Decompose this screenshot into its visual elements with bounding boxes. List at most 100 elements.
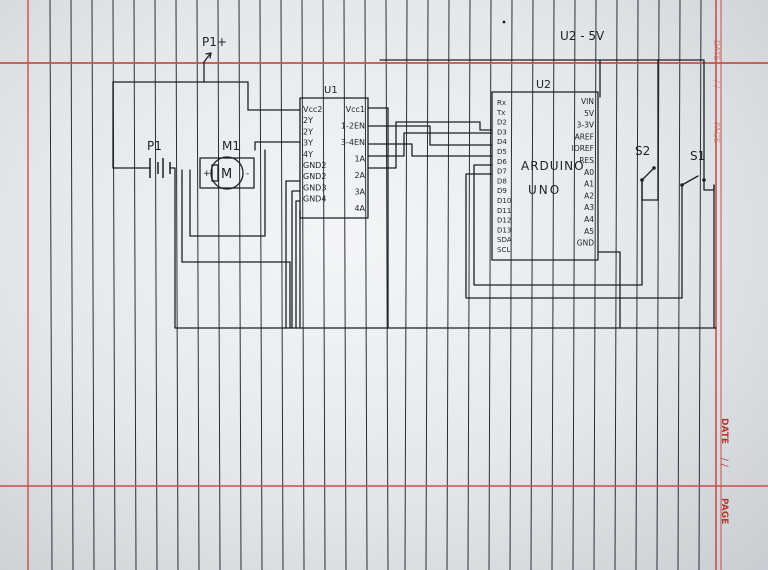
- motor-label: M1: [222, 139, 240, 153]
- u1-left-pin: 2Y: [303, 127, 313, 136]
- motor-m1: M + - M1: [199, 139, 255, 190]
- ruling-line: [322, 0, 326, 570]
- u2-right-pin: A5: [584, 227, 594, 236]
- ruling-line: [656, 0, 660, 570]
- ruling-line: [425, 0, 429, 570]
- ruling-line: [70, 0, 74, 570]
- u2-left-pin: D5: [497, 148, 507, 156]
- u2-right-pin: A4: [584, 215, 594, 224]
- ruling-line: [280, 0, 284, 570]
- u1-left-pin: GND3: [303, 183, 326, 192]
- u1-left-pin: 3Y: [303, 139, 313, 148]
- u1-left-pin: 4Y: [303, 150, 313, 159]
- u2-right-pin: A3: [584, 203, 594, 212]
- u2-left-pin: Tx: [496, 109, 505, 117]
- ruling-line: [404, 0, 408, 570]
- u1-right-pin: 3-4EN: [341, 138, 365, 147]
- u1-left-pin: GND4: [303, 195, 326, 204]
- arduino-name-line2: UNO: [528, 183, 561, 197]
- switch-s1-label: S1: [690, 149, 705, 163]
- ruling-line: [364, 0, 368, 570]
- supply-p1-label: P1+: [202, 35, 227, 49]
- ruling-line: [343, 0, 347, 570]
- u2-left-pin: SDA: [497, 236, 512, 244]
- ruling-line: [467, 0, 471, 570]
- arduino-label: U2: [536, 78, 551, 91]
- ruling-line: [196, 0, 200, 570]
- u2-right-pin: GND: [577, 239, 594, 248]
- driver-right-pins: Vcc1 1-2EN 3-4EN 1A 2A 3A 4A: [341, 105, 366, 213]
- battery-p1: P1: [147, 139, 171, 178]
- motor-symbol: M: [221, 167, 232, 182]
- u2-left-pin: D6: [497, 158, 507, 166]
- u2-right-pin: 5V: [584, 109, 595, 118]
- switch-s1: S1: [680, 149, 715, 191]
- u2-left-pin: D11: [497, 207, 511, 215]
- top-page-label: PAGE: [712, 122, 721, 143]
- top-date-value: / /: [712, 80, 721, 88]
- supply-p1-arrow: P1+: [202, 35, 227, 63]
- battery-label: P1: [147, 139, 162, 153]
- u1-right-pin: 2A: [354, 171, 365, 180]
- switch-s2-label: S2: [635, 144, 650, 158]
- ruling-line: [91, 0, 95, 570]
- motor-minus: -: [246, 169, 249, 179]
- u2-left-pin: D8: [497, 177, 507, 185]
- wires: [112, 59, 717, 329]
- u2-left-pin: D7: [497, 168, 507, 176]
- arduino-name-line1: ARDUINO: [521, 159, 585, 173]
- motor-plus: +: [203, 169, 211, 179]
- u1-right-pin: 3A: [354, 188, 365, 197]
- u2-right-pin: RES: [579, 156, 594, 165]
- switch-s2: S2: [635, 144, 656, 201]
- u2-right-pin: A2: [584, 191, 594, 200]
- ruling-line: [677, 0, 681, 570]
- margin-date-value: / /: [719, 458, 729, 468]
- ruling-line: [175, 0, 179, 570]
- u2-right-pin: A0: [584, 168, 594, 177]
- ruling-line: [238, 0, 242, 570]
- u2-left-pin: D9: [497, 187, 507, 195]
- u2-right-pin: VIN: [581, 97, 594, 106]
- u2-right-pin: 3-3V: [577, 121, 595, 130]
- ruling-line: [301, 0, 305, 570]
- u1-right-pin: 4A: [354, 204, 365, 213]
- u2-left-pin: D12: [497, 217, 511, 225]
- u1-right-pin: Vcc1: [346, 105, 365, 114]
- supply-u2-label: U2 - 5V: [560, 29, 605, 43]
- u1-left-pin: Vcc2: [303, 105, 322, 114]
- u1-right-pin: 1A: [354, 155, 365, 164]
- ink-dot: [502, 20, 506, 24]
- u2-left-pin: D4: [497, 138, 507, 146]
- u1-left-pin: 2Y: [303, 116, 313, 125]
- ruling-line: [446, 0, 450, 570]
- arduino-uno-u2: U2 ARDUINO UNO RxTxD2D3D4D5D6D7D8D9D10D1…: [491, 78, 599, 261]
- ruling-line: [259, 0, 263, 570]
- u2-left-pin: D13: [497, 226, 511, 234]
- u1-left-pin: GND2: [303, 172, 326, 181]
- u2-left-pin: D2: [497, 119, 507, 127]
- ruling-line: [385, 0, 389, 570]
- ruling-line: [698, 0, 702, 570]
- ruling-line: [217, 0, 221, 570]
- u2-right-pin: IOREF: [572, 144, 594, 153]
- ruling-line: [49, 0, 53, 570]
- ruling-line: [154, 0, 158, 570]
- margin-page-label: PAGE: [719, 498, 729, 524]
- u2-left-pin: SCL: [497, 246, 510, 254]
- u2-left-pin: D3: [497, 128, 507, 136]
- top-date-label: DATE: [712, 40, 721, 61]
- u2-left-pin: D10: [497, 197, 511, 205]
- driver-label: U1: [324, 85, 338, 96]
- u2-right-pin: AREF: [575, 132, 594, 141]
- u2-left-pin: Rx: [497, 99, 506, 107]
- u2-right-pin: A1: [584, 180, 594, 189]
- u1-right-pin: 1-2EN: [341, 122, 365, 131]
- u1-left-pin: GND2: [303, 161, 326, 170]
